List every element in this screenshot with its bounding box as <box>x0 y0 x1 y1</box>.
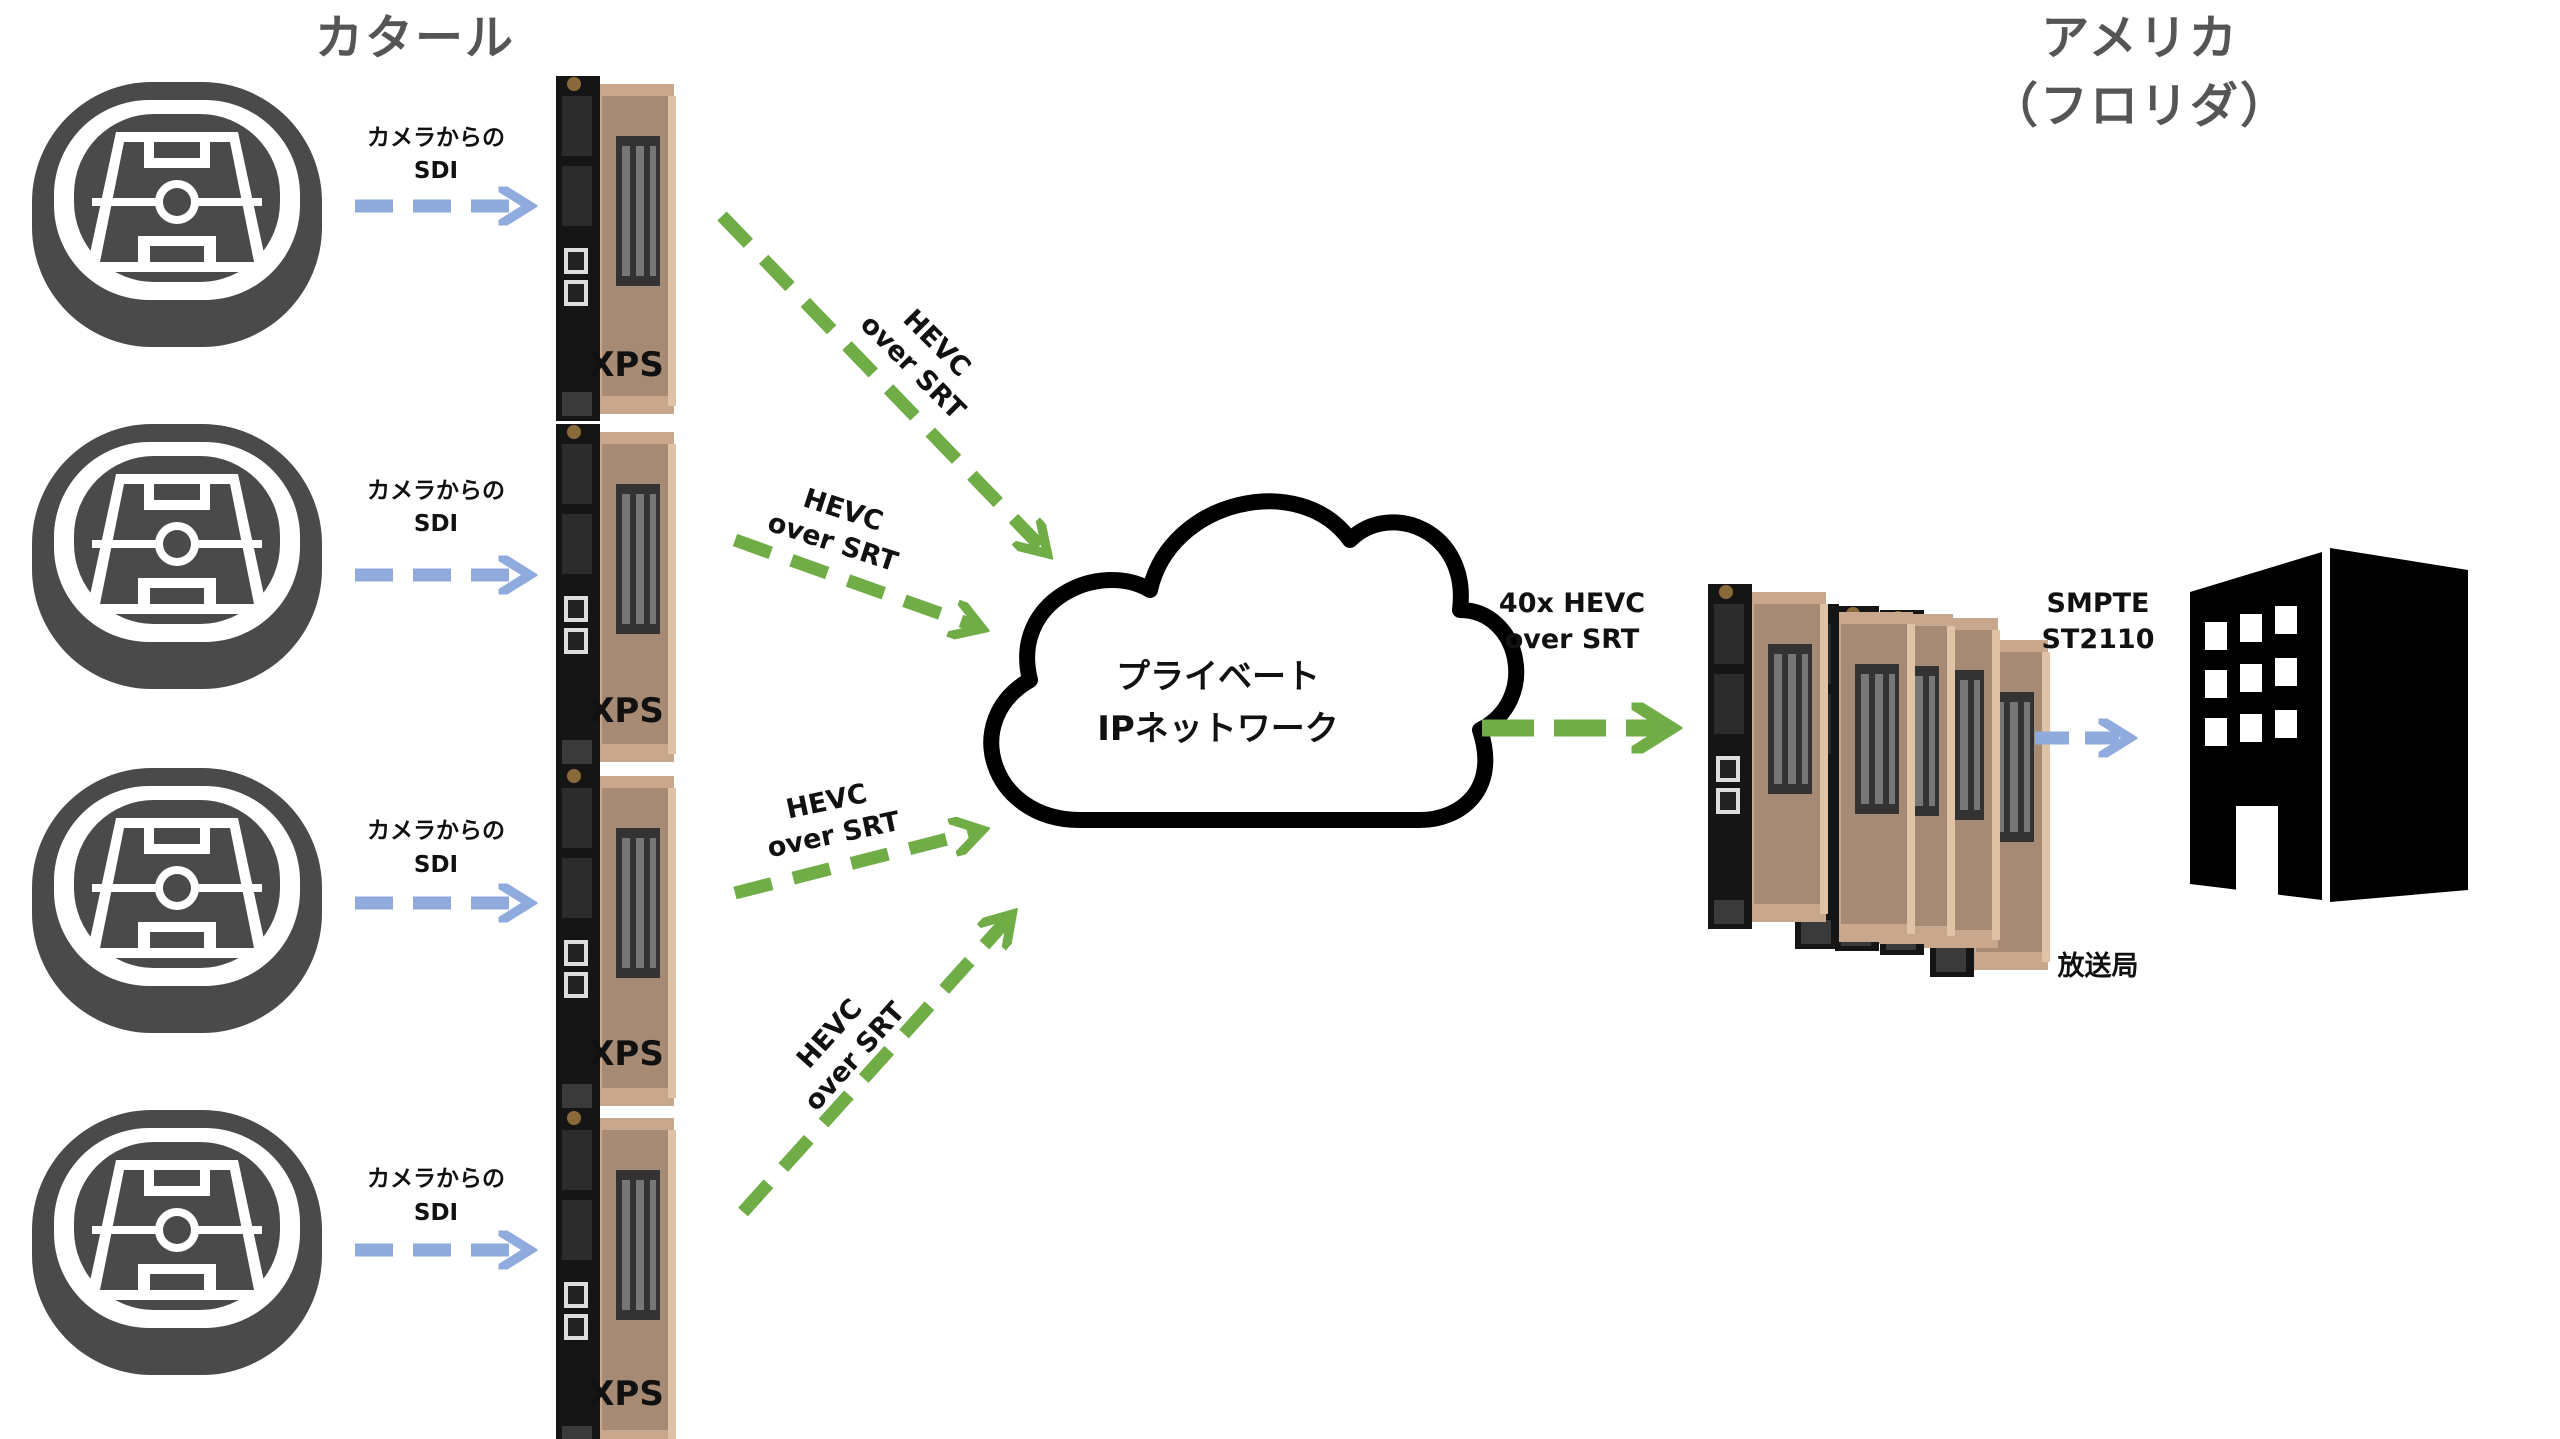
sdi-label-line1: カメラからの <box>367 125 505 151</box>
output-label-line1: SMPTE <box>2047 588 2150 619</box>
xps-label: XPS <box>588 1374 664 1414</box>
sdi-label-line1: カメラからの <box>367 1166 505 1192</box>
broadcaster-label: 放送局 <box>2057 950 2139 982</box>
source-row-3: カメラからの SDI XPS HEVC over SRT <box>32 768 975 1113</box>
stadium-icon <box>32 82 322 347</box>
region-title-florida: （フロリダ） <box>1990 78 2290 134</box>
output-label-line2: ST2110 <box>2041 624 2154 655</box>
xps-card-icon <box>1708 584 1828 929</box>
srt-arrow <box>738 920 1007 1217</box>
srt-label: HEVC over SRT <box>764 483 902 578</box>
aggregate-label-line1: 40x HEVC <box>1499 588 1645 619</box>
receiver-chassis <box>1708 584 2050 977</box>
region-title-qatar: カタール <box>315 10 515 66</box>
srt-arrow <box>732 533 975 626</box>
aggregate-label-line2: over SRT <box>1505 624 1640 655</box>
sdi-label-line1: カメラからの <box>367 818 505 844</box>
region-title-usa: アメリカ <box>2041 10 2239 66</box>
building-icon <box>2190 548 2468 902</box>
sdi-label-line2: SDI <box>414 158 458 184</box>
source-row-2: カメラからの SDI XPS HEVC over SRT <box>32 424 975 769</box>
cloud-label-line1: プライベート <box>1116 657 1320 697</box>
sdi-label-line2: SDI <box>414 852 458 878</box>
sdi-label-line2: SDI <box>414 511 458 537</box>
srt-arrow <box>717 211 1042 548</box>
cloud-label-line2: IPネットワーク <box>1097 709 1339 749</box>
srt-arrow <box>733 832 975 900</box>
stadium-icon <box>32 1110 322 1375</box>
stadium-icon <box>32 424 322 689</box>
srt-label: HEVC over SRT <box>854 303 976 426</box>
private-ip-network-cloud: プライベート IPネットワーク <box>983 493 1525 828</box>
stadium-icon <box>32 768 322 1033</box>
xps-label: XPS <box>588 345 664 385</box>
sdi-label-line1: カメラからの <box>367 478 505 504</box>
xps-label: XPS <box>588 1034 664 1074</box>
sdi-label-line2: SDI <box>414 1200 458 1226</box>
xps-label: XPS <box>588 691 664 731</box>
